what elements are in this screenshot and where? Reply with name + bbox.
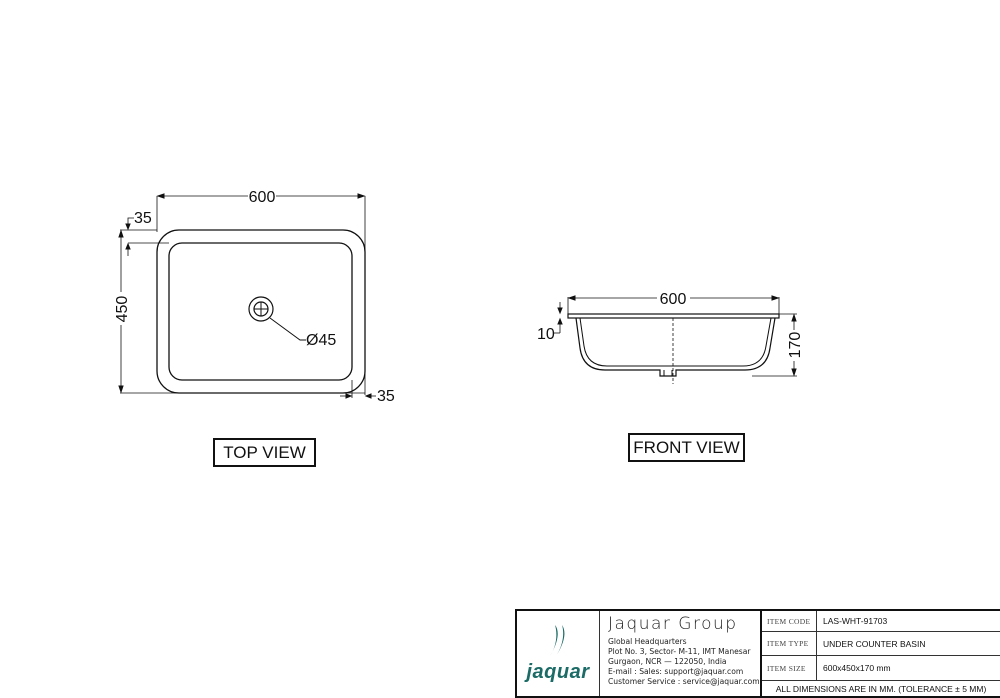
- front-view-dimension-labels: 600 10 170: [537, 291, 804, 358]
- item-details-grid: ITEM CODE LAS-WHT-91703 ITEM TYPE UNDER …: [762, 611, 1000, 696]
- item-code-key: ITEM CODE: [762, 611, 817, 631]
- top-view-drawing: [118, 193, 376, 399]
- company-name: Jaquar Group: [608, 614, 738, 634]
- top-depth-dimension: 450: [114, 296, 131, 323]
- item-size-row: ITEM SIZE 600x450x170 mm: [762, 656, 1000, 681]
- brand-logo: jaquar: [517, 611, 600, 696]
- item-type-row: ITEM TYPE UNDER COUNTER BASIN: [762, 632, 1000, 656]
- item-type-value: UNDER COUNTER BASIN: [823, 638, 926, 649]
- item-size-value: 600x450x170 mm: [823, 663, 891, 673]
- item-size-key: ITEM SIZE: [762, 656, 817, 680]
- top-view-dimension-labels: 600 35 450 Ø45 35: [114, 189, 395, 405]
- item-code-value: LAS-WHT-91703: [823, 616, 888, 626]
- title-block: jaquar Jaquar Group Global Headquarters …: [515, 609, 1000, 698]
- front-rim-thickness-dimension: 10: [537, 326, 555, 343]
- side-rim-dimension: 35: [377, 388, 395, 405]
- service-line: Customer Service : service@jaquar.com: [608, 677, 760, 686]
- item-code-row: ITEM CODE LAS-WHT-91703: [762, 611, 1000, 632]
- email-line: E-mail : Sales: support@jaquar.com: [608, 667, 744, 676]
- address-line: Global Headquarters: [608, 637, 687, 646]
- company-info: Jaquar Group Global Headquarters Plot No…: [600, 611, 762, 696]
- item-type-key: ITEM TYPE: [762, 632, 817, 655]
- top-view-label: TOP VIEW: [213, 438, 316, 467]
- front-view-drawing: [553, 295, 797, 384]
- address-line: Plot No. 3, Sector- M-11, IMT Manesar: [608, 647, 751, 656]
- front-height-dimension: 170: [787, 332, 804, 359]
- drain-diameter-dimension: Ø45: [306, 332, 336, 349]
- top-width-dimension: 600: [249, 189, 276, 206]
- top-rim-dimension: 35: [134, 210, 152, 227]
- front-width-dimension: 600: [660, 291, 687, 308]
- logo-wordmark: jaquar: [526, 661, 590, 683]
- front-view-label: FRONT VIEW: [628, 433, 745, 462]
- dimensions-note: ALL DIMENSIONS ARE IN MM. (TOLERANCE ± 5…: [775, 683, 987, 694]
- jaquar-leaf-icon: [550, 625, 565, 656]
- address-line: Gurgaon, NCR — 122050, India: [608, 657, 727, 666]
- dimensions-note-row: ALL DIMENSIONS ARE IN MM. (TOLERANCE ± 5…: [762, 681, 1000, 696]
